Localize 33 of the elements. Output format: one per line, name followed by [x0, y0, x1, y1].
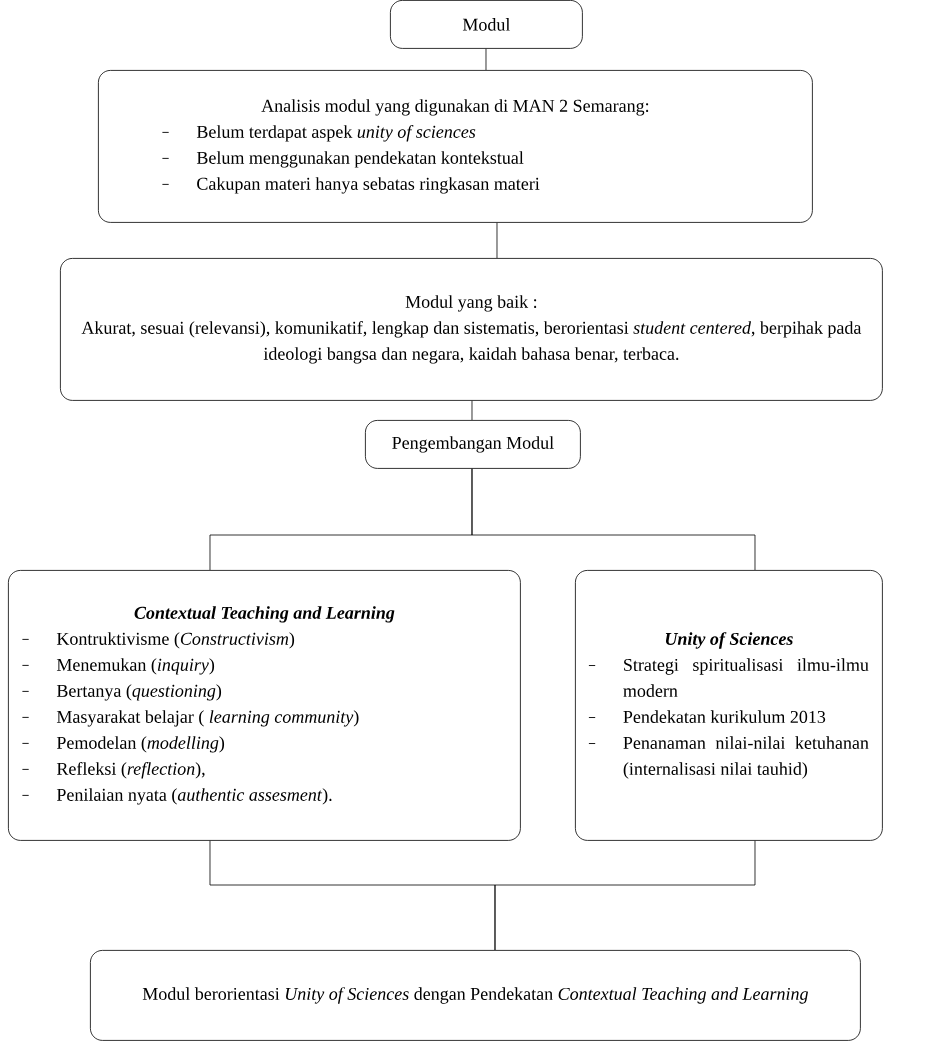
- rounded-box: [390, 0, 583, 49]
- rounded-box: [575, 570, 883, 841]
- list-item: Penanaman nilai-nilai ketuhanan (internalisasi nilai tauhid): [623, 736, 869, 779]
- box-heading: Modul yang baik :: [405, 295, 537, 312]
- list-item: Cakupan materi hanya sebatas ringkasan materi: [197, 177, 540, 194]
- box-text: Pengembangan Modul: [392, 436, 554, 453]
- connector-line: [485, 48, 487, 71]
- connector-line: [471, 400, 473, 421]
- connector-line: [471, 468, 756, 571]
- list-item: Menemukan (inquiry): [56, 658, 215, 675]
- list-item: Pendekatan kurikulum 2013: [623, 710, 826, 723]
- connector-line: [496, 222, 498, 259]
- rounded-box: [8, 570, 521, 841]
- box-text: Akurat, sesuai (relevansi), komunikatif, lengkap dan sistematis, berorientasi student centered, berpihak pada ideologi bangsa dan negara, kaidah bahasa benar, terbaca.: [81, 321, 862, 364]
- list-item: Penilaian nyata (authentic assesment).: [56, 788, 332, 805]
- list-item: Belum menggunakan pendekatan kontekstual: [196, 151, 524, 168]
- list-item: Refleksi (reflection),: [56, 762, 205, 779]
- box-heading: Analisis modul yang digunakan di MAN 2 Semarang:: [261, 99, 649, 116]
- list-item: Strategi spiritualisasi ilmu-ilmu modern: [623, 658, 869, 697]
- rounded-box: [365, 420, 581, 469]
- connector-line: [494, 840, 756, 951]
- box-heading: Unity of Sciences: [665, 632, 793, 649]
- list-item: Masyarakat belajar ( learning community): [56, 710, 359, 727]
- box-heading: Contextual Teaching and Learning: [134, 606, 395, 623]
- rounded-box: [98, 70, 813, 223]
- box-text: Modul berorientasi Unity of Sciences dengan Pendekatan Contextual Teaching and Learning: [142, 987, 808, 1004]
- rounded-box: [90, 950, 861, 1041]
- rounded-box: [60, 258, 883, 401]
- list-item: Pemodelan (modelling): [56, 736, 225, 753]
- box-text: Modul: [462, 18, 511, 31]
- list-item: Kontruktivisme (Constructivism): [56, 632, 295, 649]
- list-item: Belum terdapat aspek unity of sciences: [196, 125, 476, 142]
- list-item: Bertanya (questioning): [56, 684, 222, 701]
